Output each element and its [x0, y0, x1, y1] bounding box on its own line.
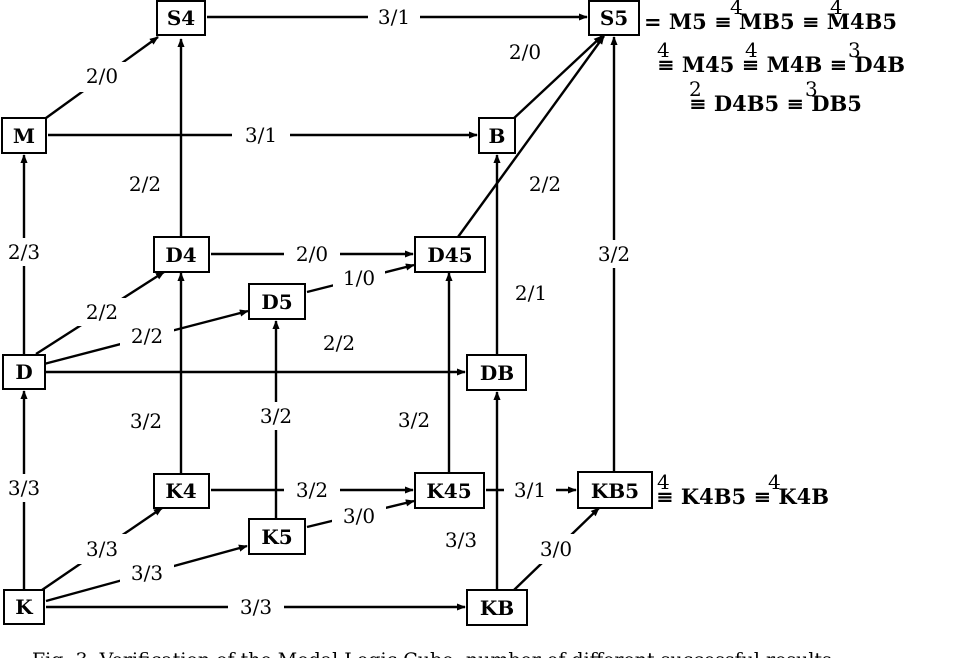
edge-label: 3/1	[378, 5, 410, 29]
edge-d4-s4: 2/2	[116, 38, 185, 237]
edge-k5-k45: 3/0	[306, 499, 415, 530]
s5-equivalence-line-2: ≡ M45 ≡ M4B ≡ D4B	[657, 52, 905, 77]
s5-equivalence-line-3: ≡ D4B5 ≡ DB5	[689, 91, 862, 116]
edge-label: 2/0	[86, 64, 118, 88]
node-kb5: KB5	[577, 471, 653, 509]
edge-label: 3/1	[245, 123, 277, 147]
edge-k-k5: 3/3	[45, 544, 248, 603]
edge-d-m: 2/3	[2, 154, 46, 354]
svg-text:K4: K4	[165, 479, 196, 503]
edge-m-s4: 2/0	[45, 36, 159, 119]
equivalence-superscript: 4	[768, 470, 781, 494]
edge-k45-d45: 3/2	[398, 272, 453, 472]
kb5-equivalence-annotation: ≡ K4B5 ≡ K4B 4 4	[656, 470, 829, 509]
edge-label: 2/3	[8, 240, 40, 264]
svg-text:D4: D4	[165, 243, 196, 267]
edge-b-s5: 2/0	[509, 35, 603, 121]
svg-text:DB: DB	[480, 361, 514, 385]
edge-label: 3/3	[8, 476, 40, 500]
edge-d4-d45: 2/0	[211, 240, 414, 268]
edge-label: 3/2	[296, 478, 328, 502]
kb5-equivalence-line: ≡ K4B5 ≡ K4B	[656, 484, 829, 509]
edge-label: 3/2	[598, 242, 630, 266]
equivalence-superscript: 3	[805, 77, 818, 101]
node-k45: K45	[414, 472, 485, 509]
edge-label: 2/0	[509, 40, 541, 64]
edge-label: 3/3	[86, 537, 118, 561]
edge-label: 2/0	[296, 242, 328, 266]
edge-label: 3/0	[343, 504, 375, 528]
edge-k-k4: 3/3	[41, 507, 163, 591]
figure-caption: Fig. 3. Verification of the Modal Logic …	[32, 649, 832, 658]
node-d4: D4	[153, 236, 210, 273]
node-b: B	[478, 117, 516, 154]
edge-label: 3/3	[131, 561, 163, 585]
edge-kb5-s5: 3/2	[590, 36, 638, 471]
equivalence-superscript: 3	[848, 38, 861, 62]
svg-text:K45: K45	[426, 479, 471, 503]
node-db: DB	[466, 354, 527, 391]
svg-text:K5: K5	[261, 525, 292, 549]
svg-text:M: M	[13, 124, 35, 148]
svg-text:S5: S5	[600, 6, 628, 30]
node-kb: KB	[466, 589, 528, 626]
svg-text:K: K	[15, 595, 33, 619]
svg-text:D45: D45	[427, 243, 472, 267]
svg-text:S4: S4	[167, 6, 195, 30]
edge-label: 3/3	[445, 528, 477, 552]
node-s5: S5	[588, 0, 640, 36]
edge-k4-k45: 3/2	[211, 476, 414, 504]
svg-text:B: B	[489, 124, 506, 148]
svg-text:D: D	[15, 360, 32, 384]
node-k: K	[3, 589, 45, 625]
svg-text:D5: D5	[261, 290, 292, 314]
edge-k-d: 3/3	[2, 390, 46, 589]
edge-db-b: 2/1	[493, 154, 547, 354]
equivalence-superscript: 4	[830, 0, 843, 19]
svg-text:KB: KB	[480, 596, 514, 620]
edge-d-db: 2/2	[46, 331, 466, 376]
edge-d-d4: 2/2	[35, 270, 165, 356]
svg-text:KB5: KB5	[591, 479, 639, 503]
edge-k-kb: 3/3	[46, 593, 466, 621]
edge-k45-kb5: 3/1	[486, 476, 577, 504]
equivalence-superscript: 4	[657, 38, 670, 62]
edge-label: 3/1	[514, 478, 546, 502]
edge-label: 2/2	[129, 172, 161, 196]
equivalence-superscript: 4	[745, 38, 758, 62]
edge-label: 3/2	[260, 404, 292, 428]
node-m: M	[1, 117, 47, 154]
edge-label: 2/2	[529, 172, 561, 196]
s5-equivalence-annotation: = M5 ≡ MB5 ≡ M4B5 ≡ M45 ≡ M4B ≡ D4B ≡ D4…	[644, 0, 905, 116]
edge-label: 1/0	[343, 266, 375, 290]
node-d45: D45	[414, 236, 486, 273]
edge-label: 3/2	[130, 409, 162, 433]
edge-label: 3/3	[240, 595, 272, 619]
edge-label: 3/2	[398, 408, 430, 432]
equivalence-superscript: 4	[657, 470, 670, 494]
edge-label: 2/1	[515, 281, 547, 305]
node-d5: D5	[248, 283, 306, 320]
equivalence-superscript: 4	[730, 0, 743, 19]
edge-k5-d5: 3/2	[250, 320, 302, 518]
edge-d-d5: 2/2	[43, 309, 249, 366]
edge-kb-db: 3/3	[445, 391, 501, 590]
equivalence-superscript: 2	[689, 77, 702, 101]
edge-s4-s5: 3/1	[207, 3, 588, 31]
node-d: D	[2, 354, 46, 390]
node-k4: K4	[153, 473, 210, 509]
edge-label: 2/2	[323, 331, 355, 355]
edge-label: 2/2	[86, 300, 118, 324]
edge-d5-d45: 1/0	[306, 263, 415, 294]
node-k5: K5	[248, 518, 306, 555]
edge-label: 2/2	[131, 324, 163, 348]
edge-d45-s5: 2/2	[457, 35, 605, 238]
edge-label: 3/0	[540, 537, 572, 561]
s5-equivalence-line-1: = M5 ≡ MB5 ≡ M4B5	[644, 9, 897, 34]
node-s4: S4	[156, 0, 206, 36]
edge-kb-kb5: 3/0	[513, 507, 600, 591]
edge-m-b: 3/1	[48, 121, 478, 149]
edge-k4-d4: 3/2	[130, 272, 185, 473]
